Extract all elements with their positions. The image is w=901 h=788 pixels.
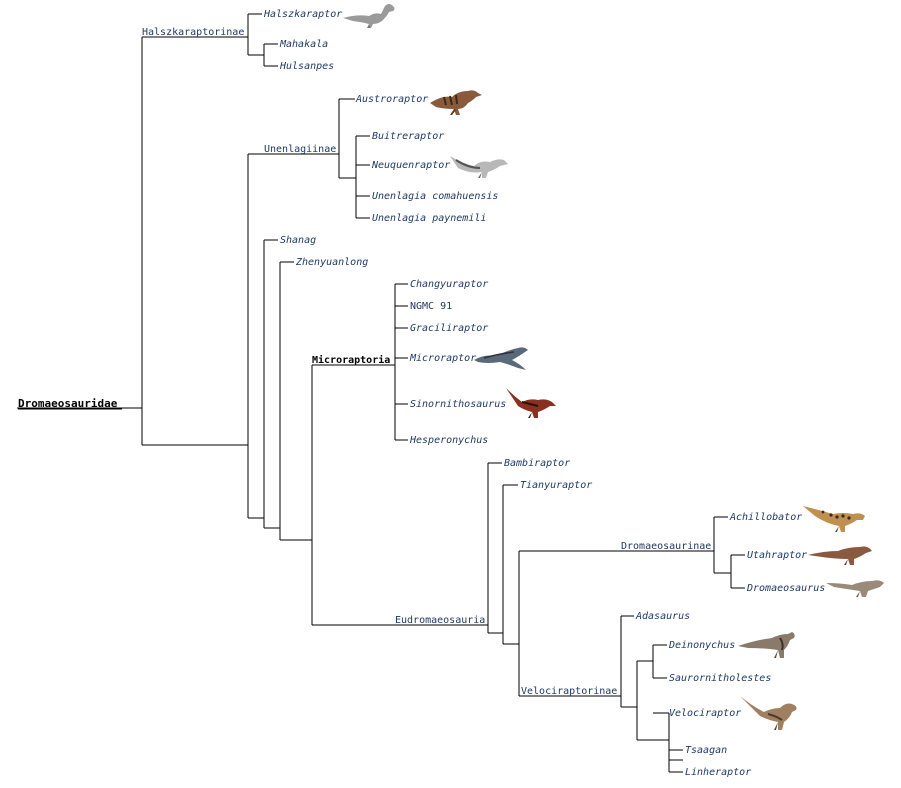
sinornithosaurus-illustration <box>506 388 556 418</box>
taxon-label-tsaagan: Tsaagan <box>685 745 727 756</box>
deinonychus-illustration <box>738 632 795 658</box>
taxon-label-unenlagia-paynemili: Unenlagia paynemili <box>372 213 486 224</box>
taxon-label-deinonychus: Deinonychus <box>668 640 735 651</box>
labels: Dromaeosauridae Halszkaraptorinae Unenla… <box>18 9 825 778</box>
clade-label-dromaeosaurinae: Dromaeosaurinae <box>621 541 711 552</box>
clade-label-unenlagiinae: Unenlagiinae <box>264 144 336 155</box>
dromaeosaurus-illustration <box>826 580 884 597</box>
taxon-label-hulsanpes: Hulsanpes <box>279 61 334 72</box>
taxon-label-microraptor: Microraptor <box>409 353 476 364</box>
taxon-label-ngmc91: NGMC 91 <box>410 301 452 312</box>
clade-label-microraptoria: Microraptoria <box>312 354 390 366</box>
utahraptor-illustration <box>808 546 872 565</box>
taxon-label-utahraptor: Utahraptor <box>747 550 807 561</box>
illustrations <box>343 4 884 730</box>
taxon-label-velociraptor: Velociraptor <box>669 708 741 719</box>
austroraptor-illustration <box>430 90 482 115</box>
root-label: Dromaeosauridae <box>18 397 118 410</box>
taxon-label-dromaeosaurus: Dromaeosaurus <box>746 583 825 594</box>
taxon-label-tianyuraptor: Tianyuraptor <box>520 480 592 491</box>
taxon-label-achillobator: Achillobator <box>729 512 802 523</box>
taxon-label-austroraptor: Austroraptor <box>355 94 428 105</box>
taxon-label-adasaurus: Adasaurus <box>635 611 690 622</box>
clade-label-eudromaeosauria: Eudromaeosauria <box>395 615 485 626</box>
taxon-label-graciliraptor: Graciliraptor <box>410 323 488 334</box>
velociraptor-illustration <box>740 696 797 730</box>
taxon-label-saurornitholestes: Saurornitholestes <box>669 673 771 684</box>
taxon-label-linheraptor: Linheraptor <box>685 767 751 778</box>
taxon-label-mahakala: Mahakala <box>279 39 328 50</box>
taxon-label-halszkaraptor: Halszkaraptor <box>263 9 342 20</box>
taxon-label-hesperonychus: Hesperonychus <box>409 435 488 446</box>
clade-label-halszkaraptorinae: Halszkaraptorinae <box>142 27 244 38</box>
neuquenraptor-illustration <box>450 156 508 178</box>
taxon-label-shanag: Shanag <box>280 235 316 246</box>
taxon-label-changyuraptor: Changyuraptor <box>410 279 488 290</box>
taxon-label-zhenyuanlong: Zhenyuanlong <box>295 257 368 268</box>
microraptor-illustration <box>474 347 528 370</box>
halszkaraptor-illustration <box>343 4 395 28</box>
taxon-label-buitreraptor: Buitreraptor <box>372 131 444 142</box>
taxon-label-sinornithosaurus: Sinornithosaurus <box>410 399 506 410</box>
branches <box>17 13 745 773</box>
taxon-label-unenlagia-comahuensis: Unenlagia comahuensis <box>372 191 498 202</box>
taxon-label-bambiraptor: Bambiraptor <box>504 458 570 469</box>
taxon-label-neuquenraptor: Neuquenraptor <box>371 160 450 171</box>
clade-label-velociraptorinae: Velociraptorinae <box>521 686 617 697</box>
achillobator-illustration <box>803 506 865 532</box>
